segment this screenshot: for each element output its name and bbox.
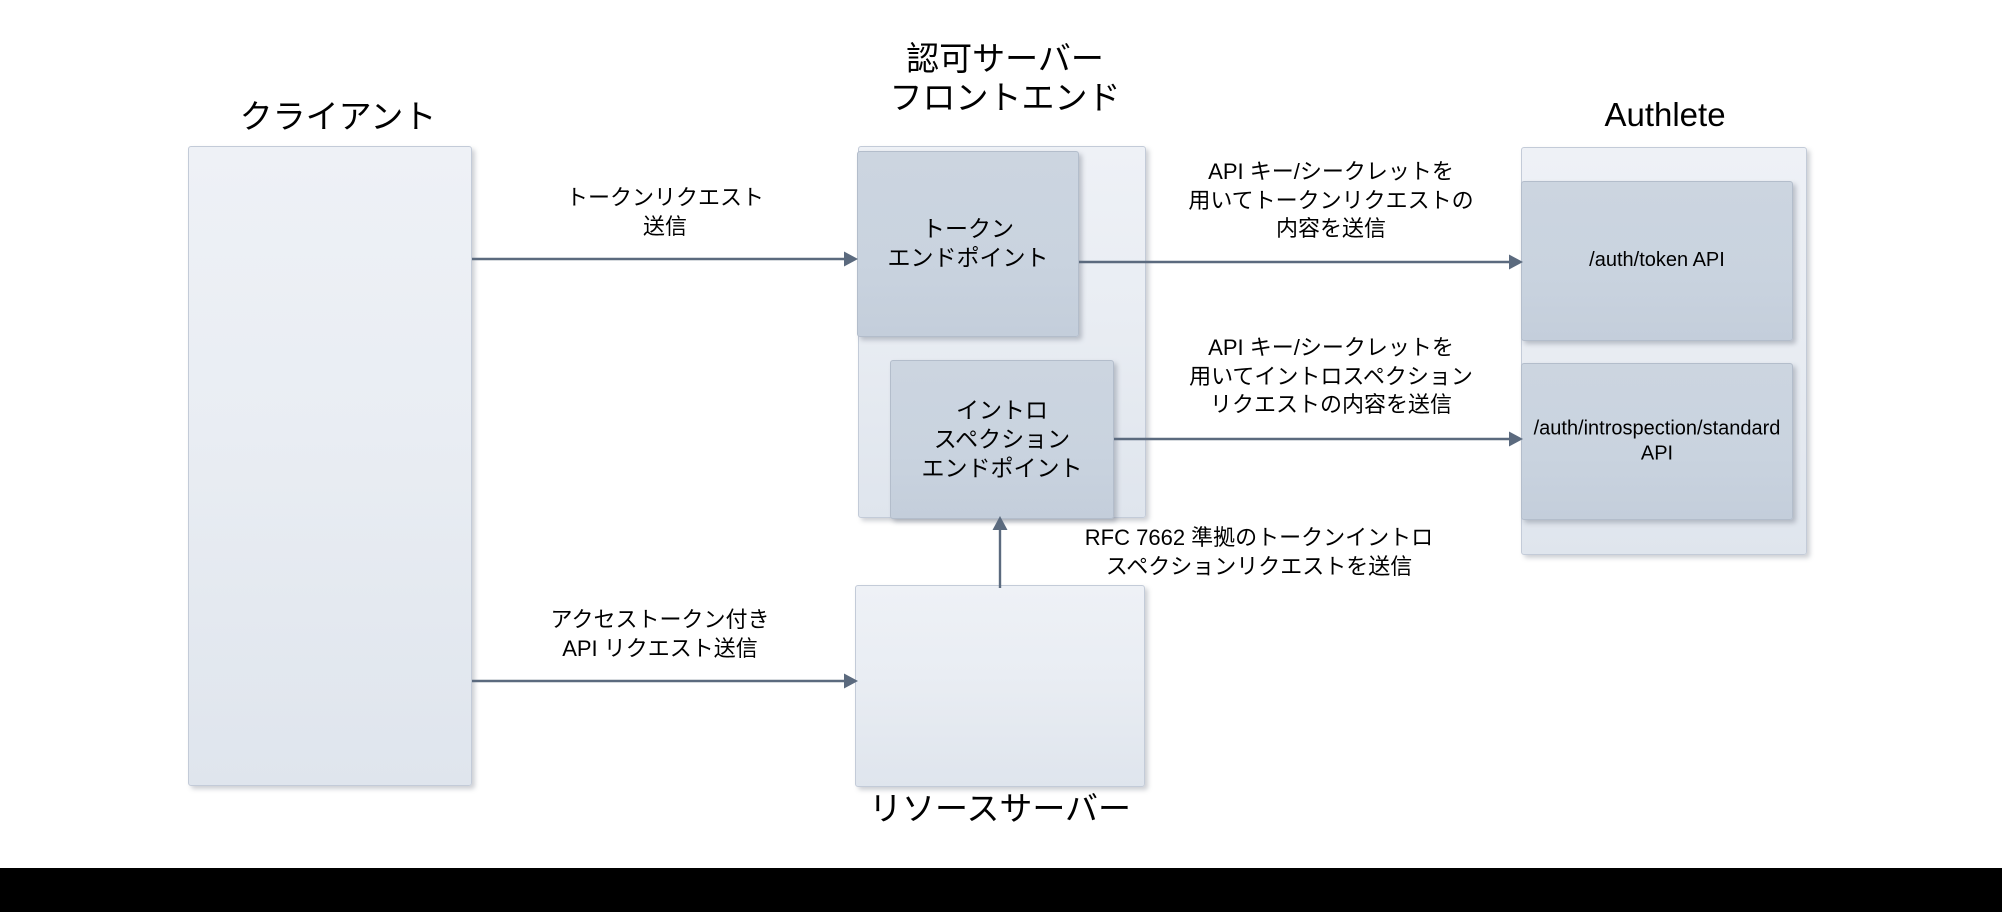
auth-introspection-api-box: /auth/introspection/standard API (1521, 363, 1793, 520)
title-auth-server: 認可サーバー フロントエンド (889, 40, 1121, 116)
auth-introspection-api-label: /auth/introspection/standard API (1533, 416, 1781, 465)
auth-token-api-label: /auth/token API (1589, 249, 1725, 272)
auth-token-api-box: /auth/token API (1521, 181, 1793, 341)
introspection-endpoint-label: イントロ スペクション エンドポイント (921, 396, 1083, 482)
caption-resource-server-to-introspection-endpoint: RFC 7662 準拠のトークンイントロ スペクションリクエストを送信 (1084, 525, 1434, 579)
arrow-introspection-endpoint-to-authlete-introspection-api (1114, 431, 1523, 447)
introspection-endpoint-box: イントロ スペクション エンドポイント (890, 360, 1114, 519)
title-authlete: Authlete (1604, 96, 1726, 133)
bottom-black-bar (0, 868, 2002, 912)
caption-client-to-token-endpoint: トークンリクエスト 送信 (565, 185, 764, 239)
client-box (188, 146, 472, 786)
title-client: クライアント (239, 98, 437, 135)
caption-token-endpoint-to-authlete-token-api: API キー/シークレットを 用いてトークンリクエストの 内容を送信 (1188, 159, 1474, 242)
caption-introspection-endpoint-to-authlete-introspection-api: API キー/シークレットを 用いてイントロスペクション リクエストの内容を送信 (1189, 335, 1473, 418)
caption-client-to-resource-server: アクセストークン付き API リクエスト送信 (550, 607, 770, 661)
title-resource-server: リソースサーバー (868, 790, 1132, 827)
token-endpoint-box: トークン エンドポイント (857, 151, 1079, 337)
arrow-client-to-token-endpoint (472, 251, 858, 267)
token-endpoint-label: トークン エンドポイント (887, 215, 1049, 271)
resource-server-box (855, 585, 1145, 787)
arrow-client-to-resource-server (472, 673, 858, 689)
